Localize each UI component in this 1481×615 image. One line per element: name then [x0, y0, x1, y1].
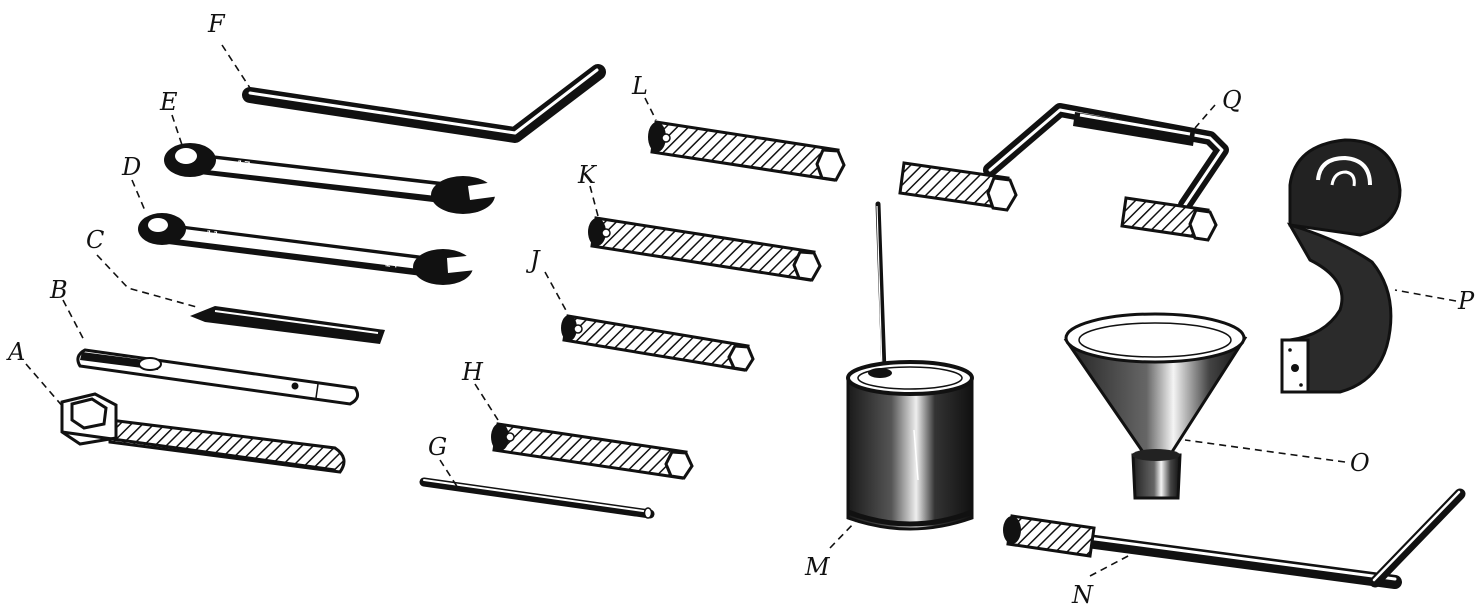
- label-l: L: [631, 72, 648, 100]
- label-b: B: [49, 276, 68, 304]
- tool-q-brace: [898, 103, 1229, 242]
- tool-d-wrench: 11 14: [138, 213, 476, 285]
- tool-f-hex-key: [242, 64, 606, 143]
- label-g: G: [428, 433, 447, 461]
- label-q: Q: [1222, 86, 1242, 114]
- label-h: H: [461, 358, 484, 386]
- wrench-d-size-right: 14: [384, 256, 399, 271]
- tool-l-box-spanner: [648, 120, 846, 182]
- tool-e-wrench: 17 22: [164, 143, 500, 214]
- wrench-e-size-right: 22: [402, 180, 417, 195]
- tool-j-box-spanner: [561, 314, 755, 372]
- label-k: K: [577, 161, 598, 189]
- label-o: O: [1350, 449, 1370, 477]
- leader-lines: [25, 44, 1457, 577]
- tool-a-box-wrench: [60, 392, 346, 474]
- tool-b-flat-bar: [76, 348, 360, 406]
- tool-p-coiled-strap: [1280, 138, 1402, 394]
- tool-m-oil-can: [846, 201, 974, 531]
- tool-labels: F E D C B A G H J K L Q P O M N: [6, 10, 1475, 609]
- label-m: M: [804, 553, 831, 581]
- label-f: F: [207, 10, 226, 38]
- wrench-e-size-left: 17: [236, 158, 251, 173]
- tool-h-box-spanner: [491, 422, 694, 480]
- label-n: N: [1071, 581, 1094, 609]
- tool-c-blade: [190, 306, 385, 344]
- tool-o-funnel: [1063, 312, 1248, 500]
- tool-g-rod: [419, 477, 655, 519]
- tool-k-box-spanner: [588, 216, 822, 282]
- label-j: J: [525, 246, 541, 274]
- wrench-d-size-left: 11: [205, 228, 220, 243]
- label-p: P: [1457, 287, 1475, 315]
- label-a: A: [6, 338, 25, 366]
- label-c: C: [86, 226, 104, 254]
- label-e: E: [159, 88, 178, 116]
- tool-n-t-handle-wrench: [1003, 488, 1466, 589]
- label-d: D: [121, 153, 141, 181]
